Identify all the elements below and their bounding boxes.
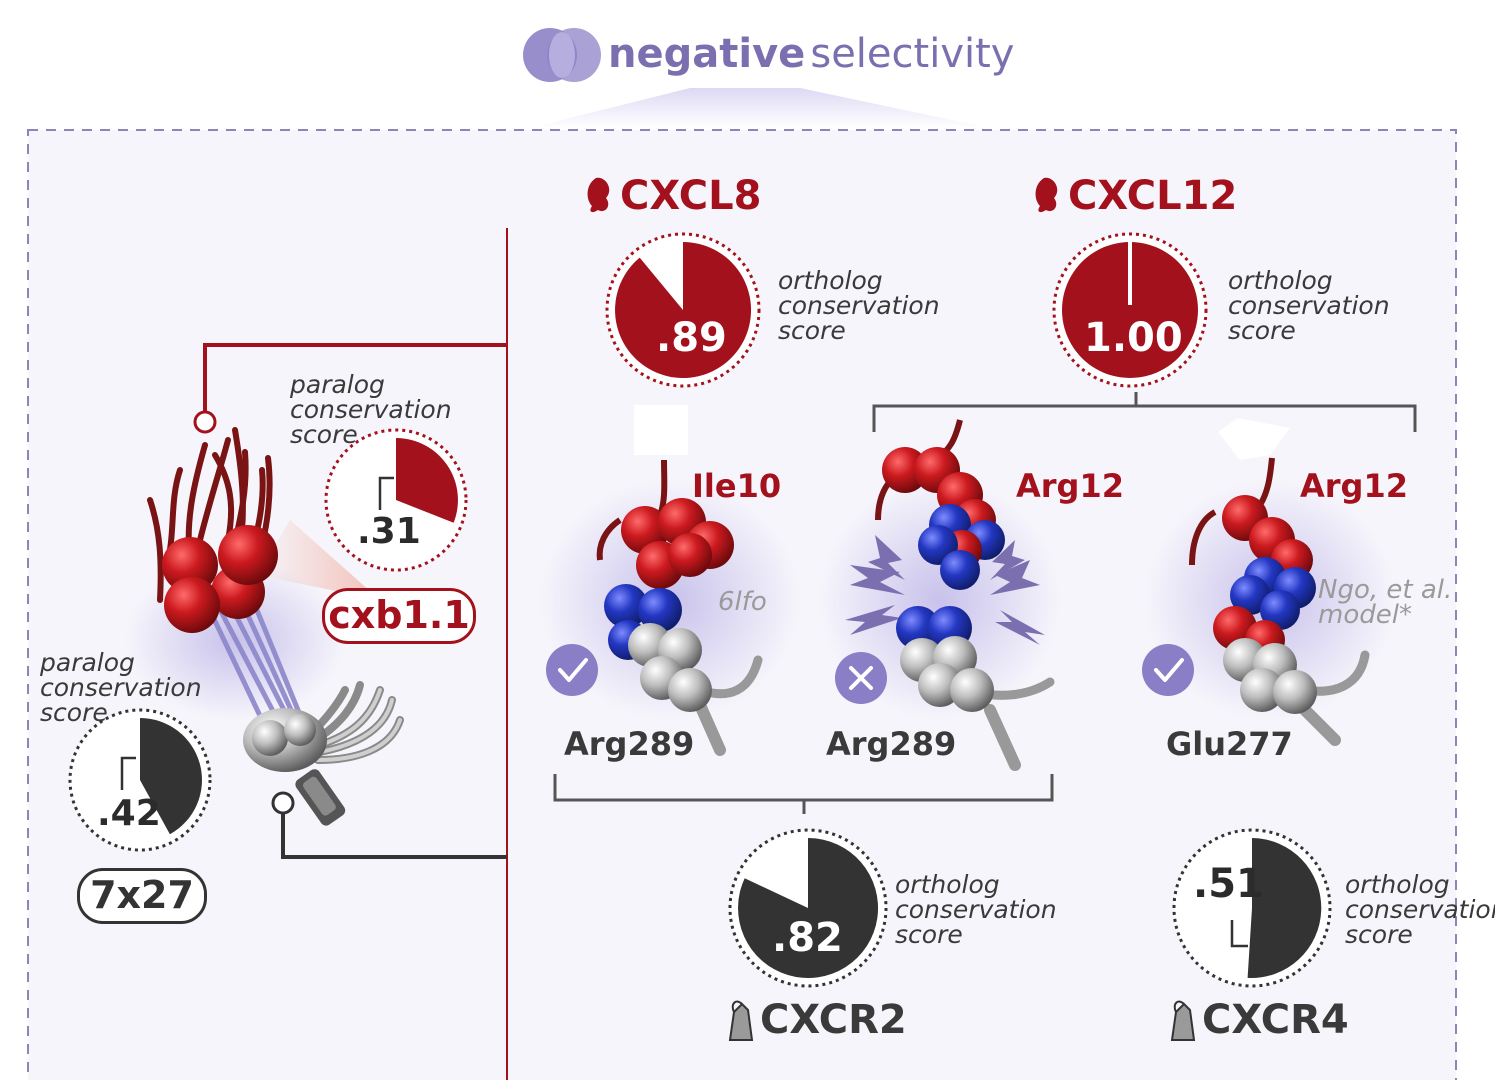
chemokine-name-cxcl8: CXCL8 <box>620 173 762 219</box>
paralog-ensemble-molecule <box>125 427 404 826</box>
check-icon <box>546 644 598 696</box>
title-bold: negative <box>608 31 806 77</box>
cxcl8-score: .89 <box>656 315 727 361</box>
cxcl12-score: 1.00 <box>1084 315 1183 361</box>
receptor-name-cxcr2: CXCR2 <box>760 997 907 1043</box>
paralog-value-bottom: .42 <box>97 793 161 834</box>
selectivity-logo-icon <box>523 28 601 82</box>
receptor-residue-1: Arg289 <box>564 725 695 763</box>
paralog-label-top: cxb1.1 <box>322 588 476 644</box>
receptor-residue-2: Arg289 <box>826 725 957 763</box>
ligand-residue-3: Arg12 <box>1300 467 1408 505</box>
check-icon <box>1142 644 1194 696</box>
cxcl12-bracket <box>872 404 1417 432</box>
cxcl12-pie <box>1052 232 1208 388</box>
interaction-molecule-1 <box>540 405 800 756</box>
ligand-connector <box>203 343 507 412</box>
cxcl8-pie <box>605 232 761 388</box>
cxcl12-caption: ortholog conservation score <box>1228 266 1390 345</box>
paralog-pie-bottom <box>68 708 212 852</box>
receptor-residue-3: Glu277 <box>1166 725 1293 763</box>
cxcr2-pie <box>728 828 888 988</box>
chemokine-icon <box>587 177 610 213</box>
ligand-residue-2: Arg12 <box>1016 467 1124 505</box>
receptor-connector-node <box>271 791 295 815</box>
page-title: negative selectivity <box>608 34 1014 74</box>
cxcl8-caption: ortholog conservation score <box>778 266 940 345</box>
structure-note-1: 6lfo <box>718 587 767 617</box>
receptor-icon <box>728 1000 754 1041</box>
interaction-molecule-2 <box>820 419 1060 771</box>
cross-icon <box>835 652 887 704</box>
title-glow <box>530 88 990 128</box>
ligand-connector-node <box>193 410 217 434</box>
structure-note-3: Ngo, et al. model* <box>1318 575 1453 630</box>
title-rest: selectivity <box>810 31 1015 77</box>
cxcr4-pie <box>1172 828 1332 988</box>
receptor-connector <box>281 812 507 859</box>
ligand-residue-1: Ile10 <box>692 467 782 505</box>
cxcr4-score: .51 <box>1193 861 1264 907</box>
receptor-icon <box>1170 1000 1196 1041</box>
cxcr2-score: .82 <box>772 915 843 961</box>
paralog-value-top: .31 <box>357 511 421 552</box>
paralog-caption-bottom: paralog conservation score <box>40 648 202 727</box>
paralog-label-bottom: 7x27 <box>77 868 207 924</box>
cxcr4-caption: ortholog conservation score <box>1345 870 1495 949</box>
cxcr2-caption: ortholog conservation score <box>895 870 1057 949</box>
paralog-caption-top: paralog conservation score <box>290 370 452 449</box>
clash-spark-icon <box>845 535 1045 645</box>
receptor-name-cxcr4: CXCR4 <box>1202 997 1349 1043</box>
chemokine-name-cxcl12: CXCL12 <box>1068 173 1238 219</box>
interaction-molecule-3 <box>1145 418 1395 746</box>
chemokine-icon <box>1035 177 1058 213</box>
paralog-pie-top <box>324 428 468 572</box>
